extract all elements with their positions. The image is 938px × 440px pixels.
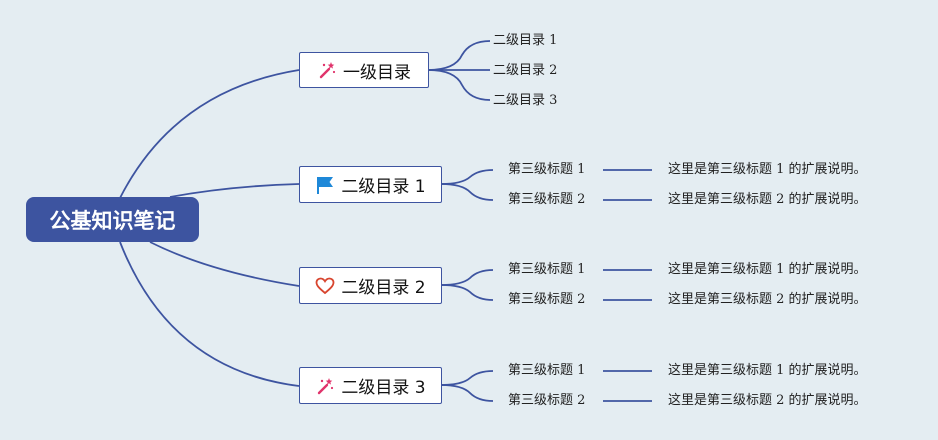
note-3-1[interactable]: 这里是第三级标题 1 的扩展说明。 bbox=[668, 262, 867, 277]
branch-topic-3[interactable]: 二级目录 2 bbox=[299, 267, 442, 304]
subtopic-1-3[interactable]: 二级目录 3 bbox=[493, 93, 558, 108]
root-topic[interactable]: 公基知识笔记 bbox=[26, 197, 199, 242]
branch-topic-1[interactable]: 一级目录 bbox=[299, 52, 429, 88]
connector-b1-c3 bbox=[427, 69, 491, 101]
subtopic-2-1[interactable]: 第三级标题 1 bbox=[508, 162, 586, 177]
connector-root-branch-1 bbox=[119, 69, 300, 199]
connector-b2-c1 bbox=[440, 169, 494, 185]
heart-icon bbox=[315, 276, 335, 296]
note-2-1[interactable]: 这里是第三级标题 1 的扩展说明。 bbox=[668, 162, 867, 177]
branch-topic-3-label: 二级目录 2 bbox=[341, 278, 426, 298]
branch-topic-4[interactable]: 二级目录 3 bbox=[299, 367, 442, 404]
connector-b4-c1 bbox=[440, 370, 494, 386]
connector-b3-c1 bbox=[440, 269, 494, 286]
connector-b4-c2 bbox=[440, 384, 494, 402]
root-topic-label: 公基知识笔记 bbox=[49, 208, 176, 233]
blue-flag-icon bbox=[315, 175, 335, 195]
note-4-1[interactable]: 这里是第三级标题 1 的扩展说明。 bbox=[668, 363, 867, 378]
subtopic-4-1[interactable]: 第三级标题 1 bbox=[508, 363, 586, 378]
subtopic-1-1[interactable]: 二级目录 1 bbox=[493, 33, 558, 48]
subtopic-1-2[interactable]: 二级目录 2 bbox=[493, 63, 558, 78]
connector-root-branch-2 bbox=[169, 183, 300, 198]
note-2-2[interactable]: 这里是第三级标题 2 的扩展说明。 bbox=[668, 192, 867, 207]
sparkle-wand-icon bbox=[317, 60, 337, 80]
connector-b2-c2 bbox=[440, 183, 494, 201]
connector-root-branch-4 bbox=[119, 241, 300, 387]
branch-topic-2-label: 二级目录 1 bbox=[341, 177, 426, 197]
note-3-2[interactable]: 这里是第三级标题 2 的扩展说明。 bbox=[668, 292, 867, 307]
branch-topic-1-label: 一级目录 bbox=[343, 62, 411, 83]
connector-b1-c1 bbox=[427, 40, 491, 71]
connector-b3-c2 bbox=[440, 284, 494, 301]
note-4-2[interactable]: 这里是第三级标题 2 的扩展说明。 bbox=[668, 393, 867, 408]
subtopic-3-1[interactable]: 第三级标题 1 bbox=[508, 262, 586, 277]
subtopic-4-2[interactable]: 第三级标题 2 bbox=[508, 393, 586, 408]
branch-topic-2[interactable]: 二级目录 1 bbox=[299, 166, 442, 203]
subtopic-3-2[interactable]: 第三级标题 2 bbox=[508, 292, 586, 307]
sparkle-wand-icon bbox=[315, 376, 335, 396]
connector-root-branch-3 bbox=[149, 241, 300, 287]
branch-topic-4-label: 二级目录 3 bbox=[341, 378, 426, 398]
subtopic-2-2[interactable]: 第三级标题 2 bbox=[508, 192, 586, 207]
